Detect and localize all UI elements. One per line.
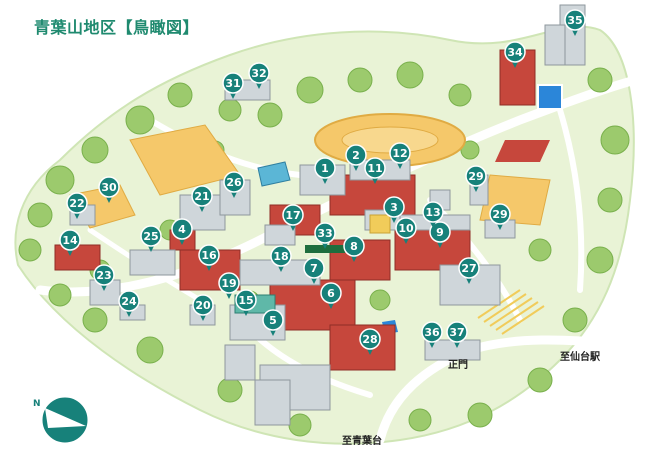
building-marker-number: 18: [273, 250, 288, 263]
building-marker-number: 29: [492, 208, 507, 221]
building-marker-number: 37: [449, 326, 464, 339]
building-marker-number: 34: [507, 46, 523, 59]
compass-icon: N: [33, 394, 91, 446]
teal-roof-building: [257, 161, 291, 187]
building-marker-23[interactable]: 23: [93, 264, 115, 291]
building-marker-35[interactable]: 35: [564, 9, 586, 36]
building-marker-31[interactable]: 31: [222, 72, 244, 99]
building-marker-number: 33: [317, 227, 332, 240]
building-marker-number: 23: [96, 269, 111, 282]
building-marker-22[interactable]: 22: [66, 192, 88, 219]
building-marker-number: 11: [367, 162, 382, 175]
building-marker-14[interactable]: 14: [59, 229, 81, 256]
building-marker-9[interactable]: 9: [429, 221, 451, 248]
building-marker-number: 8: [350, 240, 358, 253]
building-marker-15[interactable]: 15: [235, 289, 257, 316]
building-marker-number: 35: [567, 14, 582, 27]
building-marker-number: 29: [468, 170, 483, 183]
building-marker-number: 6: [327, 287, 335, 300]
building-marker-26[interactable]: 26: [223, 171, 245, 198]
building-marker-12[interactable]: 12: [389, 142, 411, 169]
building-marker-4[interactable]: 4: [171, 218, 193, 245]
building-marker-number: 1: [321, 162, 329, 175]
building-marker-number: 28: [362, 333, 377, 346]
building-marker-number: 3: [390, 201, 398, 214]
building-marker-number: 15: [238, 294, 253, 307]
building-marker-number: 27: [461, 262, 476, 275]
building-marker-7[interactable]: 7: [303, 257, 325, 284]
building-marker-number: 26: [226, 176, 242, 189]
building-marker-number: 20: [195, 299, 211, 312]
building-marker-27[interactable]: 27: [458, 257, 480, 284]
building-marker-number: 12: [392, 147, 407, 160]
building-marker-20[interactable]: 20: [192, 294, 214, 321]
building-marker-2[interactable]: 2: [345, 144, 367, 171]
building-marker-24[interactable]: 24: [118, 290, 140, 317]
building-marker-5[interactable]: 5: [262, 309, 284, 336]
building-marker-number: 30: [101, 181, 117, 194]
tennis-courts: [495, 140, 550, 162]
building-marker-3[interactable]: 3: [383, 196, 405, 223]
building-markers: 1234567891011121314151617181920212223242…: [59, 9, 586, 355]
building-marker-30[interactable]: 30: [98, 176, 120, 203]
building-marker-number: 32: [251, 67, 266, 80]
building-marker-1[interactable]: 1: [314, 157, 336, 184]
building-marker-number: 7: [310, 262, 318, 275]
building-marker-10[interactable]: 10: [395, 217, 417, 244]
building-marker-33[interactable]: 33: [314, 222, 336, 249]
building-marker-number: 17: [285, 209, 300, 222]
pool: [537, 84, 563, 110]
svg-text:N: N: [33, 399, 41, 409]
building-marker-number: 14: [62, 234, 78, 247]
building-marker-number: 4: [178, 223, 186, 236]
building-marker-number: 31: [225, 77, 240, 90]
label-to-sendai-station: 至仙台駅: [560, 352, 600, 363]
building-marker-number: 22: [69, 197, 84, 210]
building-marker-29[interactable]: 29: [465, 165, 487, 192]
building-marker-number: 36: [424, 326, 440, 339]
building-marker-11[interactable]: 11: [364, 157, 386, 184]
building-marker-8[interactable]: 8: [343, 235, 365, 262]
label-main-gate: 正門: [448, 360, 468, 371]
building-marker-16[interactable]: 16: [198, 244, 220, 271]
building-marker-13[interactable]: 13: [422, 201, 444, 228]
building-marker-number: 16: [201, 249, 217, 262]
building-marker-number: 2: [352, 149, 360, 162]
building-marker-6[interactable]: 6: [320, 282, 342, 309]
building-marker-number: 13: [425, 206, 440, 219]
building-marker-34[interactable]: 34: [504, 41, 526, 68]
building-marker-number: 9: [436, 226, 444, 239]
building-marker-36[interactable]: 36: [421, 321, 443, 348]
building-marker-19[interactable]: 19: [218, 272, 240, 299]
yellow-building: [369, 214, 391, 234]
label-to-aobadai: 至青葉台: [342, 436, 382, 447]
building-marker-28[interactable]: 28: [359, 328, 381, 355]
building-marker-number: 19: [221, 277, 236, 290]
building-marker-21[interactable]: 21: [191, 185, 213, 212]
building-marker-18[interactable]: 18: [270, 245, 292, 272]
building-marker-25[interactable]: 25: [140, 225, 162, 252]
building-marker-17[interactable]: 17: [282, 204, 304, 231]
building-marker-29[interactable]: 29: [489, 203, 511, 230]
page-title: 青葉山地区【鳥瞰図】: [34, 18, 200, 37]
building-marker-number: 10: [398, 222, 414, 235]
building-marker-number: 25: [143, 230, 158, 243]
building-marker-32[interactable]: 32: [248, 62, 270, 89]
building-marker-number: 21: [194, 190, 209, 203]
building-marker-number: 5: [269, 314, 277, 327]
building-marker-number: 24: [121, 295, 137, 308]
building-marker-37[interactable]: 37: [446, 321, 468, 348]
